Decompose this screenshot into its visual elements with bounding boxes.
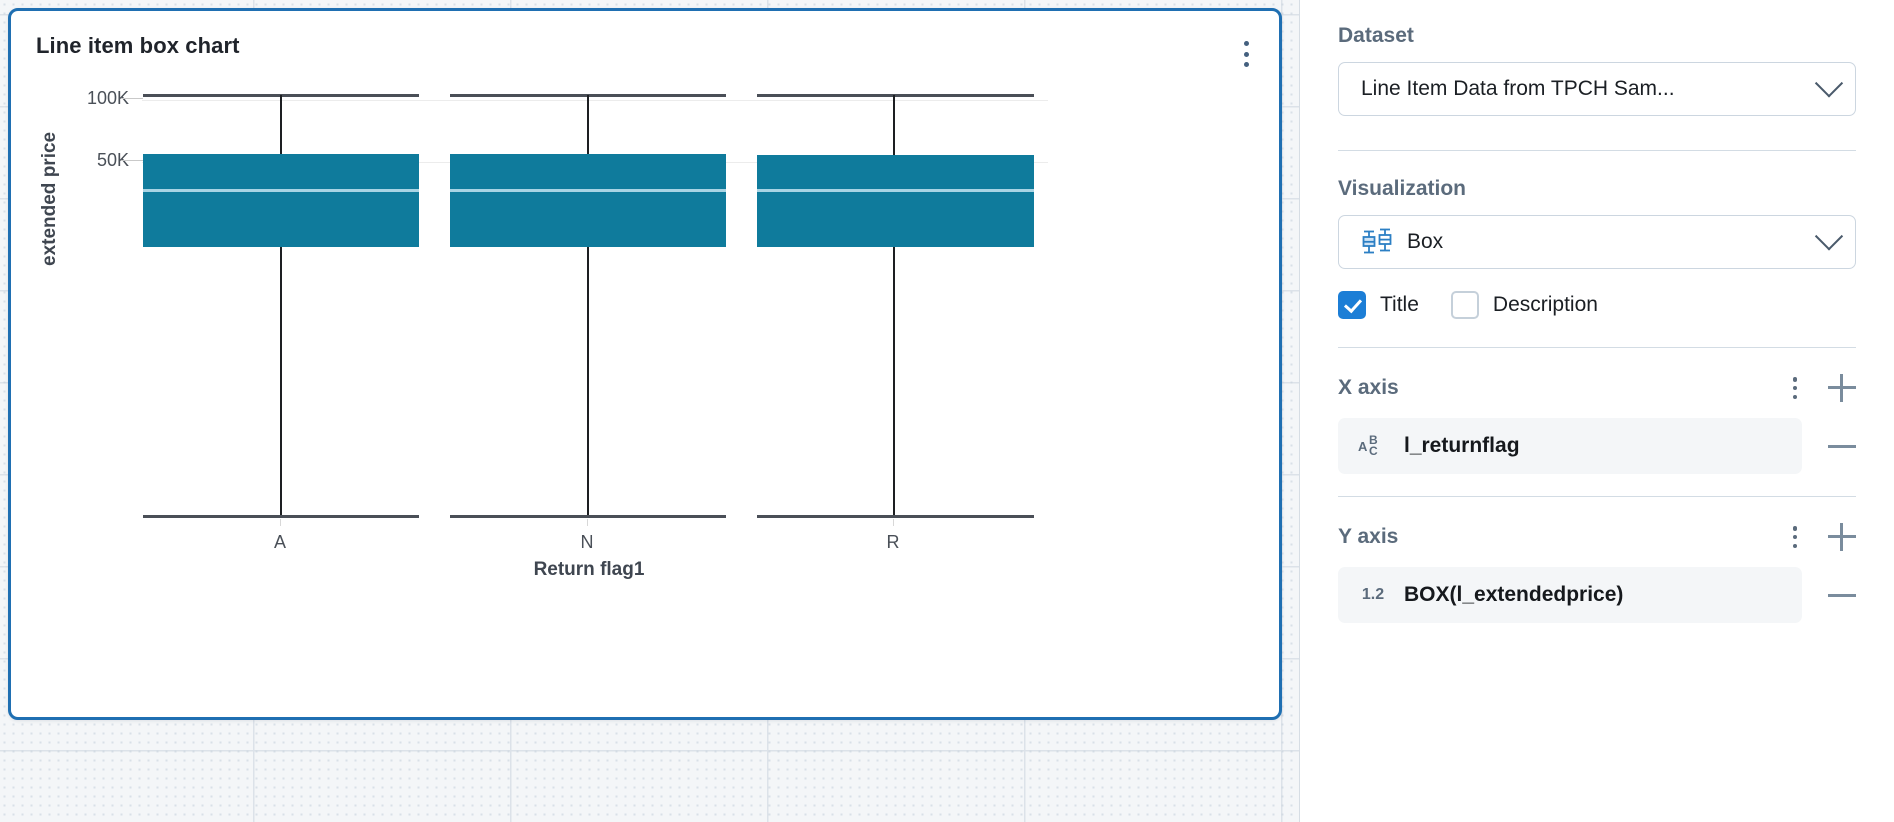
y-tick-label: 100K — [86, 88, 129, 108]
y-axis-remove-minus-icon[interactable] — [1828, 593, 1856, 597]
median-line-n — [450, 189, 726, 192]
title-checkbox[interactable] — [1338, 291, 1366, 319]
y-axis-field-chip[interactable]: 1.2 BOX(l_extendedprice) — [1338, 567, 1802, 623]
x-tick-mark-n — [587, 519, 588, 526]
y-tick-label: 50K — [96, 150, 129, 170]
x-axis-header: X axis — [1338, 374, 1856, 402]
visualization-section-label: Visualization — [1338, 177, 1466, 200]
y-tick-mark — [121, 160, 143, 161]
box-a[interactable] — [143, 154, 419, 247]
x-axis-kebab-menu-icon[interactable] — [1784, 375, 1806, 401]
x-tick-mark-a — [280, 519, 281, 526]
description-checkbox-label: Description — [1492, 293, 1598, 316]
median-line-a — [143, 189, 419, 192]
dataset-section: Dataset Line Item Data from TPCH Sam... — [1300, 0, 1894, 116]
box-plot: extended price 100K 50K — [11, 11, 1279, 717]
dataset-select-value: Line Item Data from TPCH Sam... — [1361, 77, 1675, 100]
title-checkbox-label: Title — [1380, 293, 1419, 316]
visualization-select-value: Box — [1407, 230, 1444, 253]
y-axis-header: Y axis — [1338, 523, 1856, 551]
x-axis-remove-minus-icon[interactable] — [1828, 444, 1856, 448]
y-axis-field-row: 1.2 BOX(l_extendedprice) — [1338, 567, 1856, 623]
gridline-100k — [142, 100, 1048, 101]
x-axis-label: X axis — [1338, 376, 1399, 399]
box-r[interactable] — [757, 155, 1034, 247]
number-type-icon: 1.2 — [1361, 586, 1385, 603]
visualization-toggles: Title Description — [1338, 291, 1856, 319]
section-divider — [1338, 347, 1856, 348]
whisker-line-lower-n — [587, 247, 589, 517]
x-axis-field-name: l_returnflag — [1404, 434, 1520, 457]
x-axis-title: Return flag1 — [533, 559, 645, 580]
config-panel: Dataset Line Item Data from TPCH Sam... … — [1299, 0, 1894, 822]
visualization-section: Visualization — [1300, 151, 1894, 319]
x-tick-label-n: N — [580, 532, 594, 552]
visualization-select[interactable]: Box — [1338, 215, 1856, 269]
section-divider — [1338, 150, 1856, 151]
x-tick-mark-r — [893, 519, 894, 526]
box-plot-icon — [1361, 228, 1395, 256]
x-tick-label-a: A — [273, 532, 287, 552]
whisker-cap-lower-n — [450, 515, 726, 518]
whisker-cap-lower-a — [143, 515, 419, 518]
whisker-line-lower-r — [893, 247, 895, 517]
x-tick-label-r: R — [886, 532, 900, 552]
y-tick-mark — [121, 98, 143, 99]
whisker-cap-upper-r — [757, 94, 1034, 97]
dataset-select[interactable]: Line Item Data from TPCH Sam... — [1338, 62, 1856, 116]
y-axis-section: Y axis 1.2 BOX(l_extendedprice) — [1300, 523, 1894, 623]
y-axis-add-plus-icon[interactable] — [1828, 523, 1856, 551]
y-axis-field-name: BOX(l_extendedprice) — [1404, 583, 1624, 606]
whisker-line-lower-a — [280, 247, 282, 517]
dashboard-canvas: Line item box chart extended price 100K … — [0, 0, 1299, 822]
box-n[interactable] — [450, 154, 726, 247]
chevron-down-icon — [1814, 222, 1844, 251]
whisker-cap-lower-r — [757, 515, 1034, 518]
description-checkbox[interactable] — [1450, 291, 1479, 319]
median-line-r — [757, 189, 1034, 192]
x-axis-add-plus-icon[interactable] — [1828, 374, 1856, 402]
y-axis-kebab-menu-icon[interactable] — [1784, 524, 1806, 550]
y-axis-label: Y axis — [1338, 525, 1399, 548]
whisker-line-upper-n — [587, 95, 589, 156]
chevron-down-icon — [1814, 69, 1844, 98]
dataset-section-label: Dataset — [1338, 24, 1414, 47]
chart-card[interactable]: Line item box chart extended price 100K … — [8, 8, 1282, 720]
whisker-line-upper-r — [893, 95, 895, 156]
section-divider — [1338, 496, 1856, 497]
chart-menu-kebab-icon[interactable] — [1235, 39, 1257, 69]
chart-title: Line item box chart — [36, 33, 240, 58]
whisker-line-upper-a — [280, 95, 282, 156]
